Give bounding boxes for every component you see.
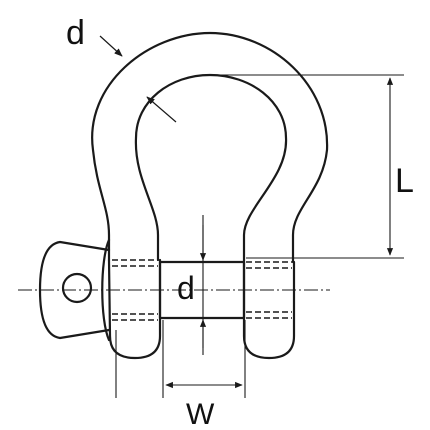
left-leg-lower (107, 258, 162, 360)
right-leg-lower (242, 260, 296, 360)
label-W: W (186, 398, 215, 430)
label-L: L (395, 162, 414, 200)
dim-d-top-leader (99, 35, 123, 57)
bow-outer-outline (91, 31, 329, 264)
label-d-top: d (66, 14, 85, 52)
label-d-center: d (177, 270, 195, 306)
pin-head-hole (61, 272, 93, 304)
dim-d-top-inner-leader (146, 96, 177, 123)
bow-inner-outline (134, 73, 288, 264)
